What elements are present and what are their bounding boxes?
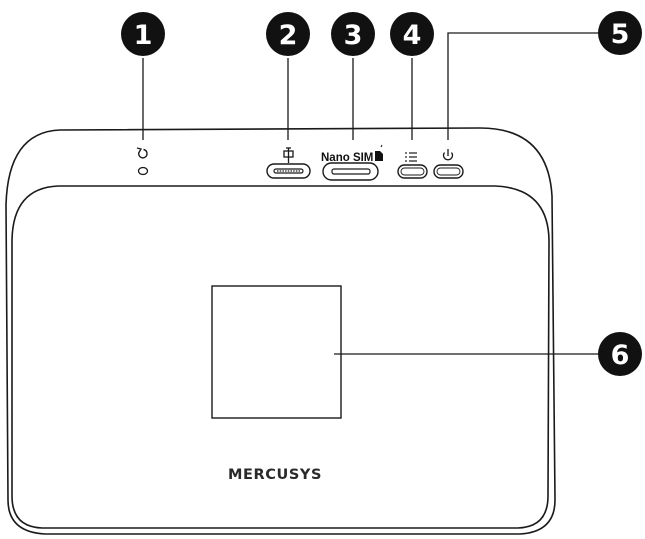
screen — [211, 285, 342, 419]
svg-text:1: 1 — [134, 20, 153, 51]
callout-2: 2 — [266, 12, 310, 56]
callout-3: 3 — [331, 12, 375, 56]
svg-text:2: 2 — [279, 20, 298, 51]
power-icon — [442, 149, 454, 161]
menu-button-inner — [400, 167, 425, 176]
svg-text:5: 5 — [611, 19, 630, 50]
leader-line-5 — [447, 32, 601, 140]
device-body — [5, 127, 556, 535]
reset-pinhole[interactable] — [137, 166, 149, 176]
menu-icon — [405, 152, 417, 162]
front-panel — [11, 185, 550, 529]
callout-5: 5 — [598, 11, 642, 55]
power-button-inner — [436, 167, 461, 176]
svg-text:6: 6 — [611, 340, 630, 371]
nano-sim-slot[interactable] — [322, 162, 379, 181]
sim-icon — [375, 144, 383, 161]
sim-label: Nano SIM — [321, 152, 373, 164]
reset-icon — [136, 147, 148, 159]
power-button[interactable] — [433, 164, 464, 179]
brand-logo: MERCUSYS — [228, 467, 322, 483]
callout-4: 4 — [390, 12, 434, 56]
usb-c-port[interactable] — [266, 163, 311, 179]
callout-6: 6 — [598, 332, 642, 376]
menu-button[interactable] — [397, 164, 428, 179]
callout-1: 1 — [121, 12, 165, 56]
svg-text:3: 3 — [344, 20, 363, 51]
svg-text:4: 4 — [403, 20, 422, 51]
usb-c-icon — [283, 147, 294, 163]
